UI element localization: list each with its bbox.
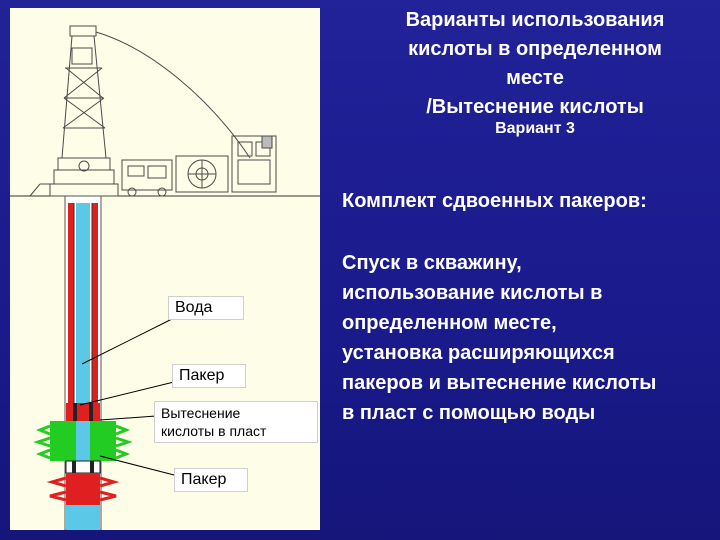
wellbore: [33, 195, 133, 530]
packer-set-heading: Комплект сдвоенных пакеров:: [342, 190, 647, 212]
upper-packer-body: [66, 403, 100, 421]
title-line-2: кислоты в определенном: [408, 38, 662, 60]
procedure-description: Спуск в скважину, использование кислоты …: [342, 248, 717, 428]
packer-top-pointer: [79, 380, 179, 406]
description-line-4: установка расширяющихся: [342, 342, 615, 364]
slide-title: Варианты использования кислоты в определ…: [360, 6, 710, 122]
description-line-3: определенном месте,: [342, 312, 557, 334]
title-line-4: /Вытеснение кислоты: [426, 96, 644, 118]
coil-unit-drawing: [175, 155, 229, 193]
packer-bottom-pointer: [99, 455, 179, 477]
tubing-water: [76, 203, 90, 463]
title-line-3: месте: [506, 67, 564, 89]
well-diagram-panel: Вода Пакер Вытеснение кислоты в пласт Па…: [10, 8, 320, 530]
bottom-water: [66, 505, 100, 530]
pump-truck-drawing: [121, 159, 173, 197]
water-pointer: [81, 315, 179, 365]
description-line-2: использование кислоты в: [342, 282, 603, 304]
label-packer-bottom: Пакер: [174, 468, 248, 492]
description-line-1: Спуск в скважину,: [342, 252, 522, 274]
label-packer-top: Пакер: [172, 364, 246, 388]
well-diagram: [10, 25, 320, 530]
title-line-1: Варианты использования: [405, 9, 665, 31]
label-displacement-line2: кислоты в пласт: [161, 423, 267, 439]
label-displacement: Вытеснение кислоты в пласт: [154, 401, 318, 443]
description-line-5: пакеров и вытеснение кислоты: [342, 372, 657, 394]
variant-label: Вариант 3: [495, 120, 575, 137]
acid-annulus-right: [92, 203, 98, 403]
displacement-pointer: [99, 415, 157, 421]
lower-packer-body: [66, 473, 100, 505]
label-water: Вода: [168, 296, 244, 320]
acid-annulus-left: [68, 203, 74, 403]
label-displacement-line1: Вытеснение: [161, 405, 241, 421]
description-line-6: в пласт с помощью воды: [342, 402, 596, 424]
drilling-rig-drawing: [29, 25, 251, 197]
control-cabin-drawing: [231, 135, 277, 193]
